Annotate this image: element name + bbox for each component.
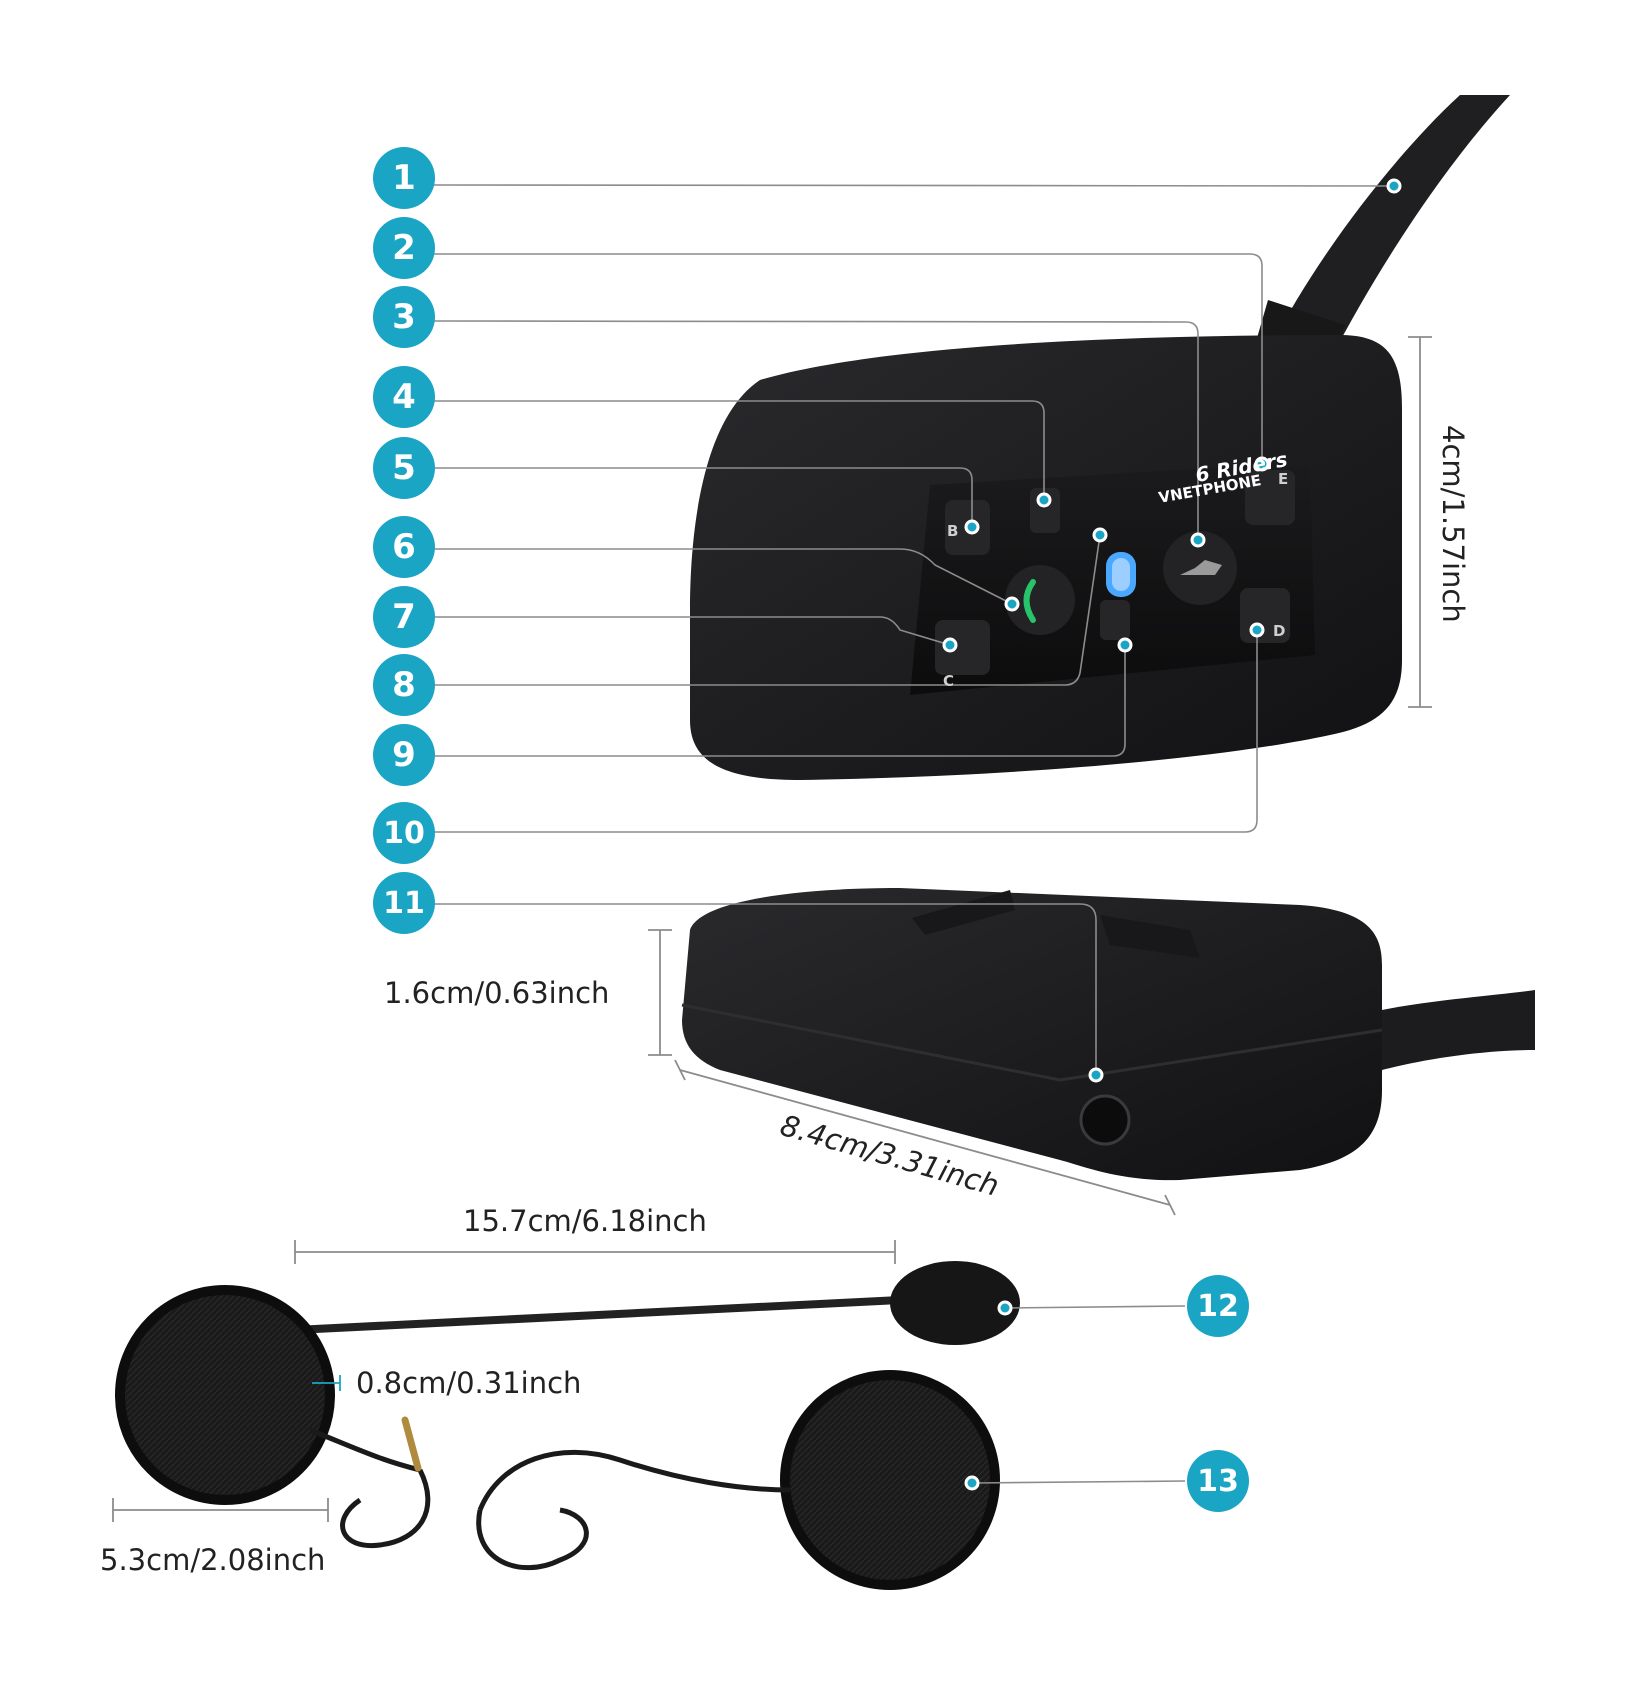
- dim-speaker-thickness: 0.8cm/0.31inch: [356, 1366, 582, 1400]
- anchor-dot-2: [1254, 456, 1270, 472]
- anchor-dots: [942, 178, 1402, 1491]
- cable-stub: [1382, 990, 1535, 1070]
- anchor-dot-8: [1092, 527, 1108, 543]
- anchor-dot-4: [1036, 492, 1052, 508]
- callout-1: 1: [373, 147, 435, 209]
- button-c: [935, 620, 990, 675]
- callout-4: 4: [373, 366, 435, 428]
- key-label-e: E: [1278, 470, 1289, 488]
- right-speaker: [780, 1370, 1000, 1590]
- dim-mic-boom: 15.7cm/6.18inch: [463, 1204, 707, 1238]
- headset: [115, 1261, 1020, 1590]
- callout-10: 10: [373, 802, 435, 864]
- callout-5: 5: [373, 437, 435, 499]
- jack-plug: [401, 1416, 422, 1472]
- anchor-dot-10: [1249, 622, 1265, 638]
- anchor-dot-7: [942, 637, 958, 653]
- anchor-dot-1: [1386, 178, 1402, 194]
- callout-6: 6: [373, 516, 435, 578]
- left-speaker: [115, 1285, 335, 1505]
- callout-2: 2: [373, 217, 435, 279]
- callout-12: 12: [1187, 1275, 1249, 1337]
- callout-3: 3: [373, 286, 435, 348]
- audio-jack: [1079, 1094, 1131, 1146]
- speaker-cable: [309, 1427, 791, 1571]
- dim-depth: 1.6cm/0.63inch: [384, 976, 610, 1010]
- call-icon: [1023, 579, 1036, 623]
- anchor-dot-5: [964, 519, 980, 535]
- anchor-dot-3: [1190, 532, 1206, 548]
- main-unit: [690, 335, 1402, 780]
- button-9: [1100, 600, 1130, 640]
- mic-foam: [890, 1261, 1020, 1345]
- bottom-unit: [681, 888, 1535, 1181]
- callout-13: 13: [1187, 1450, 1249, 1512]
- dim-speaker-diameter: 5.3cm/2.08inch: [100, 1543, 326, 1577]
- callout-11: 11: [373, 872, 435, 934]
- dimension-lines: [112, 336, 1432, 1522]
- key-label-c: C: [943, 672, 955, 690]
- motorbike-icon: [1180, 560, 1222, 575]
- anchor-dot-13: [964, 1475, 980, 1491]
- mic-boom: [294, 1296, 901, 1334]
- callout-9: 9: [373, 724, 435, 786]
- anchor-dot-6: [1004, 596, 1020, 612]
- callout-8: 8: [373, 654, 435, 716]
- key-label-d: D: [1273, 622, 1286, 640]
- button-e: [1245, 470, 1295, 525]
- dim-height: 4cm/1.57inch: [1436, 425, 1470, 623]
- call-button: [1005, 565, 1075, 635]
- anchor-dot-11: [1088, 1067, 1104, 1083]
- callout-7: 7: [373, 586, 435, 648]
- antenna: [1255, 95, 1510, 365]
- anchor-dot-9: [1117, 637, 1133, 653]
- leader-lines: [433, 184, 1395, 1484]
- anchor-dot-12: [997, 1300, 1013, 1316]
- key-label-b: B: [947, 522, 959, 540]
